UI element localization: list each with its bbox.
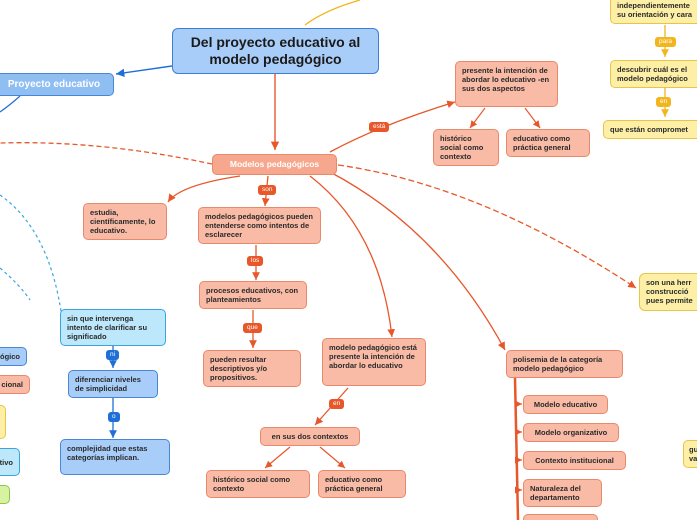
independientemente-text: independientemente su orientación y cara	[617, 1, 693, 19]
complejidad-text: complejidad que estas categorías implica…	[67, 444, 148, 462]
estudia-text: estudia, científicamente, lo educativo.	[90, 208, 156, 235]
historico-social-2-text: histórico social como contexto	[213, 475, 291, 493]
connector-esta: está	[369, 122, 390, 132]
educativo-practica-node[interactable]: educativo como práctica general	[506, 129, 590, 157]
root-node[interactable]: Del proyecto educativo al modelo pedagóg…	[172, 28, 379, 74]
naturaleza-departamento-text: Naturaleza del departamento	[530, 484, 581, 502]
procesos-educativos-text: procesos educativos, con planteamientos	[206, 286, 299, 304]
connector-para: para	[655, 37, 677, 47]
connector-en: en	[329, 399, 345, 409]
descubrir-node[interactable]: descubrir cuál es el modelo pedagógico	[610, 60, 697, 88]
educativo-practica-2-node[interactable]: educativo como práctica general	[318, 470, 406, 498]
connector-los: los	[247, 256, 264, 266]
modelo-educativo-node[interactable]: Modelo educativo	[523, 395, 608, 414]
polisemia-node[interactable]: polisemia de la categoría modelo pedagóg…	[506, 350, 623, 378]
sin-intervenga-node[interactable]: sin que intervenga intento de clarificar…	[60, 309, 166, 346]
modelo-educativo-text: Modelo educativo	[533, 400, 598, 409]
presente-intencion-text: presente la intención de abordar lo educ…	[462, 66, 550, 93]
right-gu-text: gu va	[689, 445, 697, 463]
polisemia-next-node[interactable]	[523, 514, 598, 520]
descubrir-text: descubrir cuál es el modelo pedagógico	[617, 65, 688, 83]
independientemente-node[interactable]: independientemente su orientación y cara	[610, 0, 697, 24]
historico-social-node[interactable]: histórico social como contexto	[433, 129, 499, 166]
educativo-practica-2-text: educativo como práctica general	[325, 475, 383, 493]
contexto-institucional-node[interactable]: Contexto institucional	[523, 451, 626, 470]
connector-son: son	[258, 185, 277, 195]
naturaleza-departamento-node[interactable]: Naturaleza del departamento	[523, 479, 602, 507]
son-una-herr-node[interactable]: son una herr construcció pues permite	[639, 273, 697, 311]
complejidad-node[interactable]: complejidad que estas categorías implica…	[60, 439, 170, 475]
connector-en-top: en	[656, 97, 672, 107]
modelos-entenderse-node[interactable]: modelos pedagógicos pueden entenderse co…	[198, 207, 321, 244]
modelo-organizativo-node[interactable]: Modelo organizativo	[523, 423, 619, 442]
right-gu-node[interactable]: gu va	[683, 440, 697, 468]
root-title: Del proyecto educativo al modelo pedagóg…	[190, 34, 361, 67]
en-sus-dos-node[interactable]: en sus dos contextos	[260, 427, 360, 446]
contexto-institucional-text: Contexto institucional	[535, 456, 614, 465]
historico-social-2-node[interactable]: histórico social como contexto	[206, 470, 310, 498]
diferenciar-niveles-text: diferenciar niveles de simplicidad	[75, 375, 141, 393]
left-cional-node[interactable]: cional	[0, 375, 30, 394]
pueden-resultar-text: pueden resultar descriptivos y/o proposi…	[210, 355, 268, 382]
sin-intervenga-text: sin que intervenga intento de clarificar…	[67, 314, 148, 341]
connector-que: que	[243, 323, 262, 333]
que-estan-node[interactable]: que están compromet	[603, 120, 697, 139]
modelos-label: Modelos pedagógicos	[229, 159, 320, 169]
historico-social-text: histórico social como contexto	[440, 134, 484, 161]
polisemia-text: polisemia de la categoría modelo pedagóg…	[513, 355, 603, 373]
connector-ni: ni	[106, 350, 120, 360]
en-sus-dos-text: en sus dos contextos	[271, 432, 349, 441]
left-green-node[interactable]	[0, 485, 10, 504]
modelos-pedagogicos-node[interactable]: Modelos pedagógicos	[212, 154, 337, 175]
left-yellow-node[interactable]	[0, 405, 6, 439]
proyecto-label: Proyecto educativo	[7, 79, 101, 90]
modelo-presente-text: modelo pedagógico está presente la inten…	[329, 343, 417, 370]
modelo-presente-node[interactable]: modelo pedagógico está presente la inten…	[322, 338, 426, 386]
estudia-node[interactable]: estudia, científicamente, lo educativo.	[83, 203, 167, 240]
pueden-resultar-node[interactable]: pueden resultar descriptivos y/o proposi…	[203, 350, 301, 387]
son-una-herr-text: son una herr construcció pues permite	[646, 278, 693, 305]
left-cional-text: cional	[1, 380, 23, 389]
educativo-practica-text: educativo como práctica general	[513, 134, 571, 152]
presente-intencion-node[interactable]: presente la intención de abordar lo educ…	[455, 61, 558, 107]
connector-o: o	[108, 412, 120, 422]
left-tivo-text: tivo	[0, 457, 13, 467]
left-tivo-node[interactable]: tivo	[0, 448, 20, 476]
que-estan-text: que están compromet	[610, 125, 688, 134]
left-gico-node[interactable]: gógico	[0, 347, 27, 366]
left-gico-text: gógico	[0, 352, 20, 361]
modelos-entenderse-text: modelos pedagógicos pueden entenderse co…	[205, 212, 313, 239]
diferenciar-niveles-node[interactable]: diferenciar niveles de simplicidad	[68, 370, 158, 398]
proyecto-educativo-node[interactable]: Proyecto educativo	[0, 73, 114, 96]
procesos-educativos-node[interactable]: procesos educativos, con planteamientos	[199, 281, 307, 309]
modelo-organizativo-text: Modelo organizativo	[534, 428, 608, 437]
